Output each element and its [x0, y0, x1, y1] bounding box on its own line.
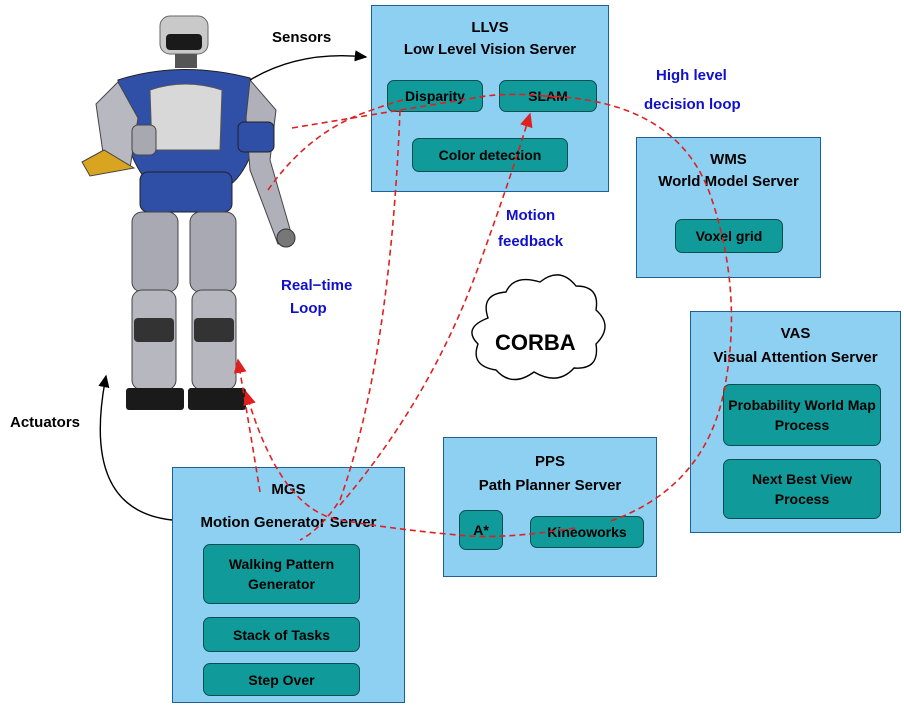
realtime-loop-label-2: Loop — [290, 300, 327, 317]
high-level-loop-label-1: High level — [656, 67, 727, 84]
realtime-loop-line — [299, 109, 401, 541]
disparity-module: Disparity — [387, 80, 483, 112]
pps-to-mgs-line — [243, 390, 576, 538]
stack-of-tasks-module: Stack of Tasks — [203, 617, 360, 652]
pps-server-box: PPS Path Planner Server A* Kineoworks — [443, 437, 657, 577]
corba-cloud — [471, 274, 606, 381]
mgs-to-robot-line — [233, 358, 261, 493]
mgs-server-box: MGS Motion Generator Server Walking Patt… — [172, 467, 405, 703]
motion-feedback-line — [339, 112, 533, 506]
corba-label: CORBA — [495, 330, 576, 355]
pps-subtitle: Path Planner Server — [478, 477, 622, 494]
walking-pattern-generator-module: Walking Pattern Generator — [203, 544, 360, 604]
actuators-arrow — [98, 374, 173, 521]
motion-feedback-label-1: Motion — [506, 207, 556, 224]
pps-title: PPS — [534, 453, 565, 470]
vas-title: VAS — [780, 325, 811, 342]
wms-title: WMS — [710, 151, 747, 168]
sensor-loop-line — [291, 93, 561, 129]
llvs-subtitle: Low Level Vision Server — [403, 41, 577, 58]
realtime-loop-label-1: Real−time — [281, 277, 353, 294]
llvs-server-box: LLVS Low Level Vision Server Disparity S… — [371, 5, 609, 192]
next-best-view-module: Next Best View Process — [723, 459, 881, 519]
actuators-label: Actuators — [10, 414, 81, 431]
high-level-loop-line — [544, 95, 733, 523]
wms-subtitle: World Model Server — [658, 173, 799, 190]
mgs-title: MGS — [271, 481, 306, 498]
llvs-title: LLVS — [471, 19, 509, 36]
sensors-label: Sensors — [272, 29, 332, 46]
a-star-module: A* — [459, 510, 503, 550]
sensor-loop-line-2 — [267, 99, 404, 191]
vas-server-box: VAS Visual Attention Server Probability … — [690, 311, 901, 533]
sensors-arrow — [249, 50, 368, 81]
color-detection-module: Color detection — [412, 138, 568, 172]
high-level-loop-label-2: decision loop — [644, 96, 741, 113]
wms-server-box: WMS World Model Server Voxel grid — [636, 137, 821, 278]
voxel-grid-module: Voxel grid — [675, 219, 783, 253]
motion-feedback-label-2: feedback — [498, 233, 564, 250]
probability-world-map-module: Probability World Map Process — [723, 384, 881, 446]
kineoworks-module: Kineoworks — [530, 516, 644, 548]
vas-subtitle: Visual Attention Server — [713, 349, 878, 366]
step-over-module: Step Over — [203, 663, 360, 696]
